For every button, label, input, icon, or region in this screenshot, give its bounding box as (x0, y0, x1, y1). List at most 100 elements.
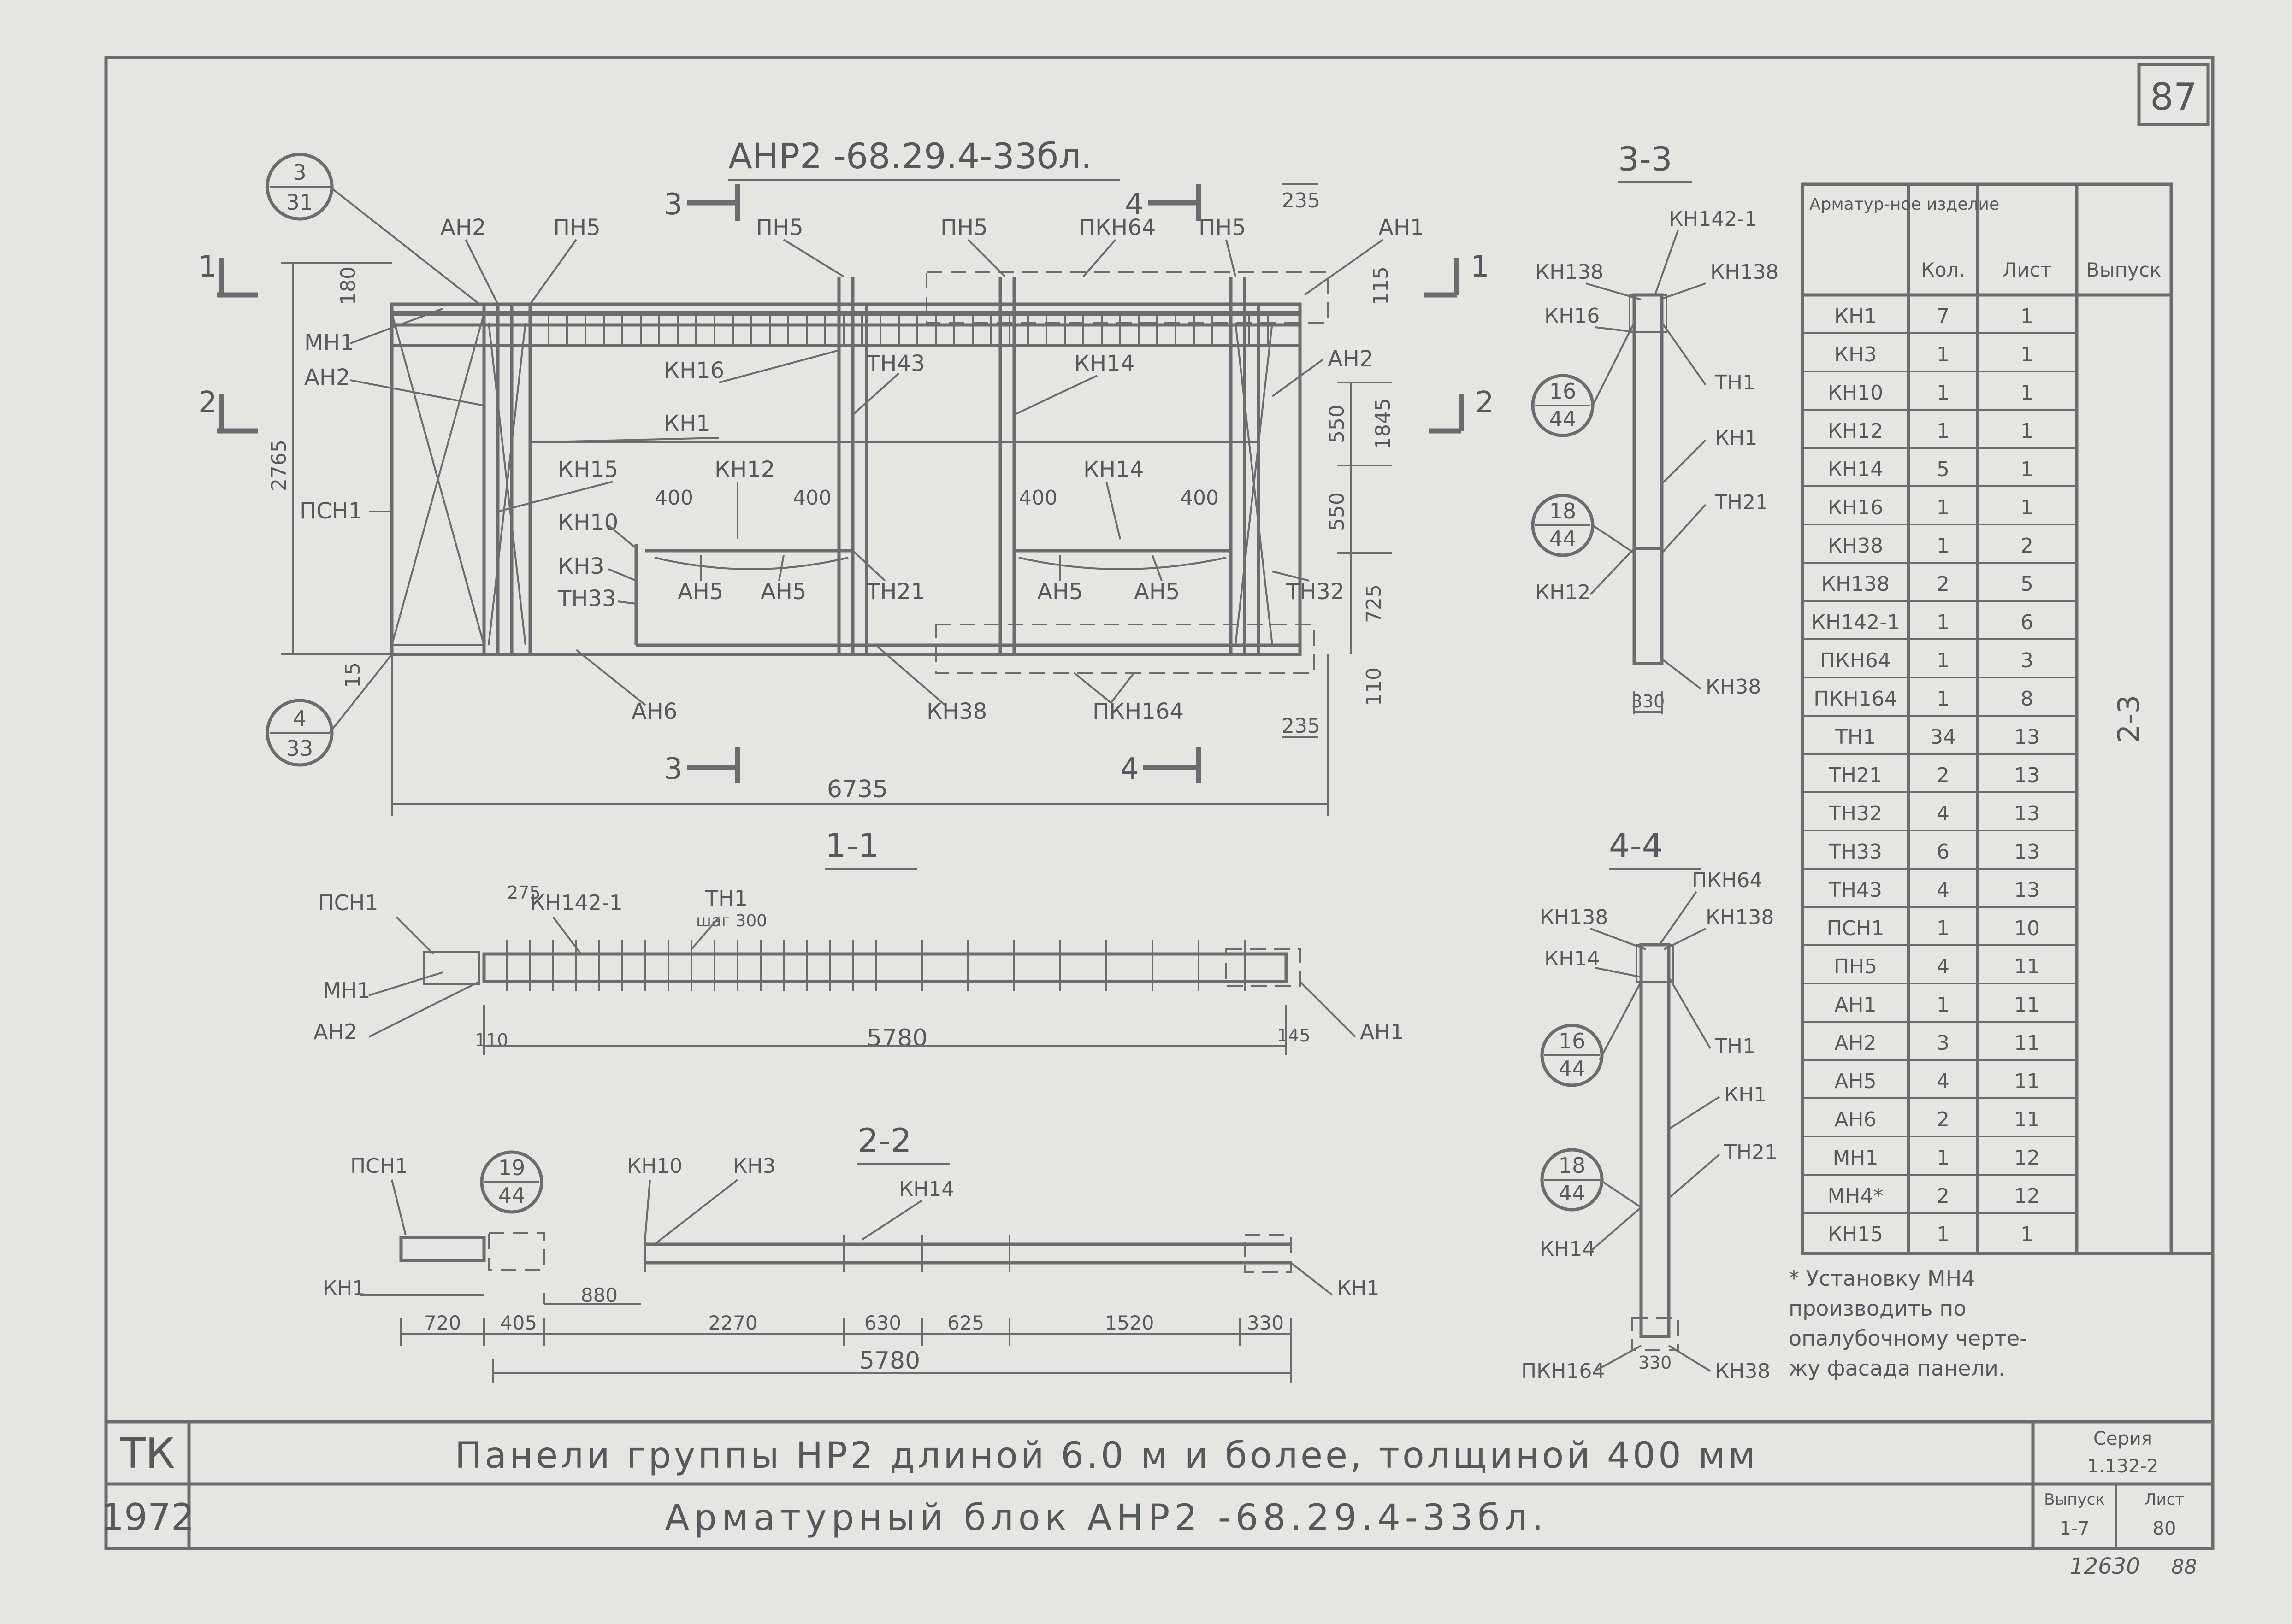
label-th1: ТН1 (1714, 371, 1755, 394)
table-cell-item: КН38 (1828, 534, 1883, 558)
label-th1: ТН1 (705, 886, 748, 911)
table-cell-item: КН10 (1828, 381, 1883, 405)
table-cell-item: ПН5 (1834, 955, 1877, 978)
label-kh138: КН138 (1535, 260, 1603, 284)
cut-mark-4: 4 (1120, 752, 1139, 786)
title-line-1: Панели группы НР2 длиной 6.0 м и более, … (455, 1435, 1758, 1477)
note-line: * Установку МН4 (1789, 1266, 1975, 1291)
label-kh12: КН12 (715, 457, 775, 482)
archive-stamp: 12630 (2070, 1553, 2140, 1579)
label-kh1: КН1 (664, 411, 710, 436)
section-4-4: 4-4 ПКН64 КН138 КН138 КН14 ТН1 КН1 ТН21 … (1521, 826, 1778, 1383)
label-pn5: ПН5 (553, 215, 601, 241)
drawing-title: АНР2 -68.29.4-33бл. (728, 135, 1092, 177)
elevation-dimensions: 2765 180 235 115 550 550 725 1845 110 15… (267, 183, 1395, 816)
label-kh14: КН14 (1083, 457, 1144, 482)
header-qty: Кол. (1921, 259, 1965, 281)
table-cell-item: КН142-1 (1811, 611, 1900, 634)
header-issue: Выпуск (2086, 259, 2162, 281)
table-cell-item: АН2 (1834, 1031, 1876, 1055)
label-kh38: КН38 (1706, 675, 1761, 699)
label-pkn164: ПКН164 (1093, 699, 1184, 724)
table-cell-sheet: 13 (2014, 840, 2040, 864)
label-ah1: АН1 (1378, 215, 1424, 241)
section-title-2-2: 2-2 (857, 1121, 912, 1160)
year: 1972 (100, 1496, 195, 1539)
table-cell-qty: 4 (1937, 1070, 1949, 1093)
svg-text:33: 33 (286, 736, 313, 761)
specification-table: Арматур-ное изделие Кол. Лист Выпуск 2-3… (1801, 182, 2213, 1255)
dim-400: 400 (1019, 486, 1057, 510)
label-pkn164: ПКН164 (1521, 1359, 1605, 1383)
label-kh14: КН14 (1544, 947, 1600, 971)
elevation-view (390, 271, 1329, 674)
table-cell-item: КН138 (1821, 572, 1890, 596)
table-cell-item: ТН32 (1828, 802, 1882, 825)
elevation-labels: АН2 ПН5 ПН5 ПН5 ПКН64 ПН5 АН1 МН1 АН2 КН… (300, 215, 1424, 724)
section-3-3-body (1632, 293, 1664, 665)
dim-235: 235 (1282, 189, 1320, 212)
table-cell-sheet: 6 (2020, 611, 2033, 634)
label-ah5: АН5 (678, 579, 723, 605)
label-kh10: КН10 (558, 510, 618, 535)
table-cell-sheet: 1 (2020, 496, 2033, 519)
sheet-value: 80 (2153, 1518, 2176, 1539)
table-cell-qty: 2 (1937, 1184, 1949, 1208)
label-kh1: КН1 (323, 1277, 365, 1300)
sheet-number-box (2137, 63, 2210, 126)
label-ah5: АН5 (761, 579, 806, 605)
table-cell-qty: 1 (1937, 649, 1949, 672)
label-kn142-1: КН142-1 (1669, 207, 1757, 231)
issue-value: 1-7 (2059, 1518, 2089, 1539)
table-cell-qty: 1 (1937, 1223, 1949, 1246)
table-cell-qty: 2 (1937, 1108, 1949, 1131)
table-cell-item: ТН33 (1828, 840, 1882, 864)
note-line: опалубочному черте- (1789, 1326, 2027, 1351)
title-line-2: Арматурный блок АНР2 -68.29.4-33бл. (665, 1497, 1548, 1539)
dim-400: 400 (1180, 486, 1219, 510)
dim-720: 720 (424, 1312, 461, 1334)
sheet-label: Лист (2144, 1490, 2184, 1509)
label-kh1: КН1 (1337, 1277, 1379, 1300)
table-cell-sheet: 5 (2020, 572, 2033, 596)
table-cell-sheet: 3 (2020, 649, 2033, 672)
svg-text:18: 18 (1559, 1153, 1586, 1178)
label-ah2: АН2 (313, 1019, 357, 1044)
cut-mark-1: 1 (198, 250, 217, 284)
svg-text:44: 44 (1549, 406, 1577, 431)
table-cell-item: КН16 (1828, 496, 1883, 519)
dim-330: 330 (1247, 1312, 1284, 1334)
table-cell-item: АН1 (1834, 993, 1876, 1017)
table-cell-item: ТН1 (1835, 725, 1876, 749)
cut-mark-3: 3 (664, 752, 683, 786)
note: * Установку МН4 производить по опалубочн… (1789, 1266, 2027, 1381)
table-cell-qty: 6 (1937, 840, 1949, 864)
note-line: жу фасада панели. (1789, 1356, 2005, 1381)
table-cell-item: КН12 (1828, 419, 1883, 443)
callout-19-44: 19 44 (480, 1150, 543, 1214)
callout-3-31: 3 31 (266, 153, 480, 305)
table-cell-item: ПСН1 (1827, 917, 1884, 940)
table-cell-item: КН1 (1834, 305, 1877, 328)
callout-4-33: 4 33 (266, 653, 393, 767)
label-th43: ТН43 (866, 351, 925, 377)
table-cell-qty: 2 (1937, 764, 1949, 787)
table-cell-qty: 1 (1937, 917, 1949, 940)
label-psn1: ПСН1 (350, 1154, 408, 1178)
table-cell-sheet: 11 (2014, 1031, 2040, 1055)
sheet-frame (104, 56, 2215, 1550)
table-cell-sheet: 8 (2020, 687, 2033, 711)
section-4-4-body (1639, 943, 1671, 1338)
header-sheet: Лист (2003, 259, 2051, 281)
label-kh16: КН16 (1544, 304, 1600, 328)
dim-115: 115 (1369, 266, 1393, 305)
dim-330: 330 (1638, 1353, 1672, 1373)
label-ah2: АН2 (440, 215, 486, 241)
table-cell-sheet: 13 (2014, 764, 2040, 787)
table-cell-qty: 1 (1937, 1146, 1949, 1170)
table-cell-sheet: 1 (2020, 305, 2033, 328)
dim-400: 400 (793, 486, 832, 510)
label-kh3: КН3 (733, 1154, 775, 1178)
series-value: 1.132-2 (2087, 1456, 2158, 1477)
